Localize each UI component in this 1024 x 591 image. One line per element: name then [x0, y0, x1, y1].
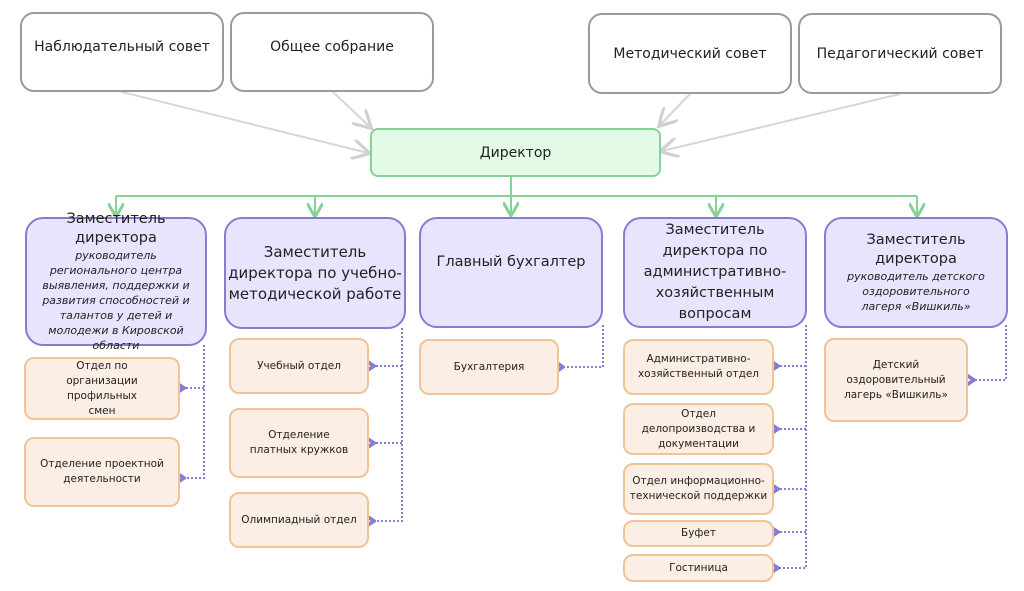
council-box: Общее собрание [230, 12, 434, 92]
council-link [332, 91, 370, 127]
deputy-title: Заместитель директора по учебно-методиче… [228, 242, 402, 303]
department-label: Отделение платных кружков [249, 429, 349, 456]
deputy-box: Заместитель директора по административно… [623, 217, 807, 328]
deputy-box: Заместитель директора руководитель детск… [824, 217, 1008, 328]
council-link [121, 91, 368, 153]
deputy-title: Заместитель директора по административно… [643, 222, 787, 322]
council-box: Педагогический совет [798, 13, 1002, 94]
department-label: Отдел по организации профильных смен [66, 359, 138, 417]
council-link [662, 93, 901, 151]
director-label: Директор [479, 144, 552, 161]
council-link [660, 93, 691, 125]
deputy-box: Главный бухгалтер [419, 217, 603, 328]
department-box: Отдел по организации профильных смен [24, 357, 180, 420]
deputy-box: Заместитель директора по учебно-методиче… [224, 217, 406, 329]
department-box: Административно-хозяйственный отдел [623, 339, 774, 395]
council-box: Методический совет [588, 13, 792, 94]
department-box: Отдел делопроизводства и документации [623, 403, 774, 455]
council-label: Методический совет [613, 45, 767, 62]
deputy-title: Заместитель директора [866, 232, 966, 267]
department-box: Учебный отдел [229, 338, 369, 394]
department-label: Отдел информационно-технической поддержк… [629, 475, 768, 502]
department-box: Гостиница [623, 554, 774, 582]
dept-link [372, 328, 403, 521]
council-label: Наблюдательный совет [34, 39, 210, 55]
department-box: Отделение платных кружков [229, 408, 369, 478]
department-label: Буфет [681, 527, 716, 539]
department-label: Детский оздоровительный лагерь «Вишкиль» [844, 358, 948, 401]
council-label: Общее собрание [270, 39, 394, 55]
deputy-title: Заместитель директора [66, 211, 166, 246]
dept-link [972, 325, 1007, 380]
council-label: Педагогический совет [816, 45, 984, 62]
council-box: Наблюдательный совет [20, 12, 224, 92]
dept-link [776, 325, 807, 568]
department-label: Административно-хозяйственный отдел [637, 353, 760, 380]
deputy-subtitle: руководитель регионального центра выявле… [42, 249, 190, 352]
department-label: Гостиница [669, 561, 728, 574]
deputy-subtitle: руководитель детского оздоровительного л… [847, 270, 985, 313]
dept-link [561, 325, 604, 367]
department-box: Буфет [623, 520, 774, 547]
department-box: Бухгалтерия [419, 339, 559, 395]
department-label: Отдел делопроизводства и документации [641, 407, 756, 450]
deputy-box: Заместитель директора руководитель регио… [25, 211, 207, 352]
department-label: Олимпиадный отдел [241, 513, 357, 526]
dept-link [182, 345, 205, 478]
department-box: Отделение проектной деятельности [24, 437, 180, 507]
director-box: Директор [370, 128, 661, 177]
department-label: Учебный отдел [257, 359, 341, 372]
department-label: Отделение проектной деятельности [40, 458, 164, 485]
department-box: Отдел информационно-технической поддержк… [623, 463, 774, 515]
department-box: Детский оздоровительный лагерь «Вишкиль» [824, 338, 968, 422]
department-box: Олимпиадный отдел [229, 492, 369, 548]
deputy-title: Главный бухгалтер [436, 254, 586, 270]
department-label: Бухгалтерия [453, 360, 525, 373]
